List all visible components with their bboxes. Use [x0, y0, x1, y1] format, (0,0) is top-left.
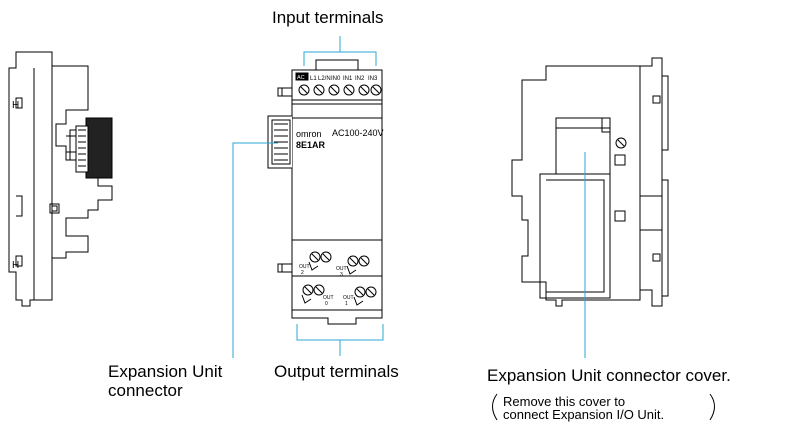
terminal-label-l1: L1 [310, 76, 317, 82]
terminal-label-in2: IN2 [355, 76, 365, 82]
terminal-label-in1: IN1 [343, 76, 353, 82]
ac-badge: AC [297, 75, 305, 81]
terminal-label-in0: IN0 [331, 76, 341, 82]
cover-note-line2: connect Expansion I/O Unit. [503, 407, 665, 422]
leader-lines [232, 36, 586, 358]
out1-label-a: OUT [343, 295, 354, 301]
out0-label-b: 0 [325, 301, 328, 307]
voltage-rating: AC100-240V [332, 128, 384, 138]
out2-label-b: 2 [301, 270, 304, 276]
output-terminal-screws [301, 251, 377, 306]
left-side-view: H H [8, 51, 113, 307]
brand-logo: omron [296, 129, 322, 139]
cover-note-line1: Remove this cover to [503, 394, 626, 409]
out2-label-a: OUT [299, 264, 310, 270]
output-terminals-leader [296, 324, 384, 356]
terminal-label-l2n: L2/N [318, 76, 331, 82]
connector-cover-label: Expansion Unit connector cover. [487, 366, 731, 385]
input-terminal-screws [298, 84, 382, 96]
input-terminals-leader [303, 36, 377, 66]
svg-text:H: H [12, 100, 19, 111]
model-number: 8E1AR [296, 140, 326, 150]
expansion-connector-label-line1: Expansion Unit [108, 362, 223, 381]
out3-label-b: 3 [340, 272, 343, 278]
expansion-connector-label-line2: connector [108, 381, 183, 400]
right-side-view [511, 57, 669, 307]
terminal-label-in3: IN3 [368, 76, 378, 82]
out1-label-b: 1 [345, 301, 348, 307]
output-terminals-label: Output terminals [274, 362, 399, 381]
front-view [267, 59, 383, 325]
cover-note-brackets [492, 393, 715, 421]
out3-label-a: OUT [336, 266, 347, 272]
out0-label-a: OUT [323, 295, 334, 301]
input-terminals-label: Input terminals [272, 8, 384, 27]
front-view-text: AC L1 L2/N IN0 IN1 IN2 IN3 omron 8E1AR A… [296, 75, 384, 307]
expansion-connector-leader [232, 142, 278, 358]
svg-text:H: H [12, 260, 19, 271]
